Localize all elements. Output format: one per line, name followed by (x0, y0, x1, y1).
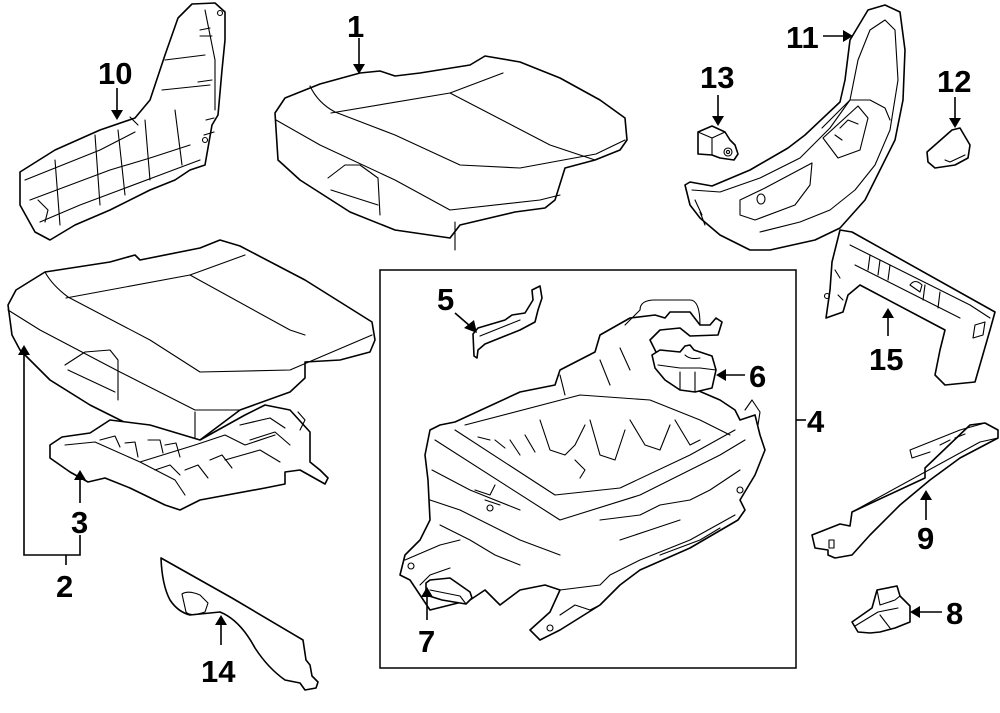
part-3-cushion-pan[interactable] (49, 404, 329, 511)
callout-1-label: 1 (347, 9, 364, 44)
part-4-seat-adjuster[interactable] (399, 299, 766, 641)
callout-10-label: 10 (98, 56, 132, 91)
part-11-outer-side-shield[interactable] (684, 4, 906, 251)
part-14-trim-panel[interactable] (160, 557, 319, 691)
callout-12[interactable]: 12 (937, 64, 971, 128)
part-2-seat-cushion-assembly[interactable] (7, 239, 376, 443)
callout-4-label: 4 (807, 404, 825, 439)
callout-4[interactable]: 4 (796, 404, 825, 439)
callout-1[interactable]: 1 (347, 9, 365, 74)
callout-15[interactable]: 15 (869, 308, 903, 377)
part-5-bracket[interactable] (472, 285, 543, 359)
callout-11-label: 11 (786, 20, 819, 55)
callout-6-label: 6 (749, 359, 766, 394)
part-6-motor[interactable] (651, 344, 717, 393)
part-8-track-cover[interactable] (851, 585, 911, 634)
callout-14-label: 14 (201, 654, 236, 689)
callout-2-label: 2 (56, 569, 73, 604)
part-15-rear-trim[interactable] (823, 229, 996, 386)
callout-5-label: 5 (437, 282, 454, 317)
callout-11[interactable]: 11 (786, 20, 853, 55)
callout-2-3[interactable]: 3 2 (18, 345, 88, 604)
part-4-assembly-box (379, 269, 797, 669)
part-13-switch[interactable] (697, 125, 739, 161)
callout-3-label: 3 (71, 505, 88, 540)
callout-13-label: 13 (700, 60, 734, 95)
part-1-seat-cushion-cover[interactable] (274, 55, 628, 251)
part-12-knob[interactable] (926, 127, 971, 169)
callout-15-label: 15 (869, 342, 903, 377)
callout-12-label: 12 (937, 64, 971, 99)
callout-7-label: 7 (418, 624, 435, 659)
part-10-inner-side-shield[interactable] (19, 2, 226, 241)
callout-10[interactable]: 10 (98, 56, 132, 120)
callout-8[interactable]: 8 (910, 596, 963, 631)
callout-13[interactable]: 13 (700, 60, 734, 126)
part-9-track-trim[interactable] (811, 422, 999, 559)
callout-9-label: 9 (917, 521, 934, 556)
callout-8-label: 8 (946, 596, 963, 631)
callout-5[interactable]: 5 (437, 282, 477, 333)
callout-6[interactable]: 6 (716, 359, 766, 394)
callout-9[interactable]: 9 (917, 490, 934, 556)
callout-14[interactable]: 14 (201, 615, 236, 689)
callout-7[interactable]: 7 (418, 587, 435, 659)
